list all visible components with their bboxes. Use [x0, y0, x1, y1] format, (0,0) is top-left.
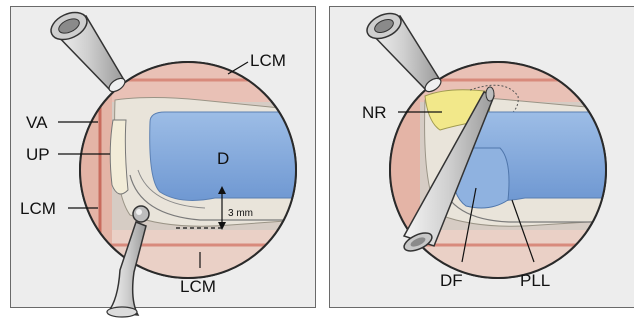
label-nr: NR: [362, 103, 387, 122]
label-d: D: [217, 149, 229, 168]
label-lcm-bottom: LCM: [180, 277, 216, 296]
label-up: UP: [26, 145, 50, 164]
endoscope-tube-top: [47, 7, 128, 94]
label-pll: PLL: [520, 271, 550, 290]
uncinate-process: [110, 120, 128, 194]
right-endoscopic-view: NR DF PLL: [362, 8, 620, 290]
label-df: DF: [440, 271, 463, 290]
measure-label: 3 mm: [228, 208, 253, 219]
left-endoscopic-view: 3 mm LCM VA UP LCM LCM D: [20, 7, 310, 317]
endoscope-tube-right: [363, 8, 443, 94]
label-va: VA: [26, 113, 48, 132]
label-lcm-top: LCM: [250, 51, 286, 70]
label-lcm-left: LCM: [20, 199, 56, 218]
